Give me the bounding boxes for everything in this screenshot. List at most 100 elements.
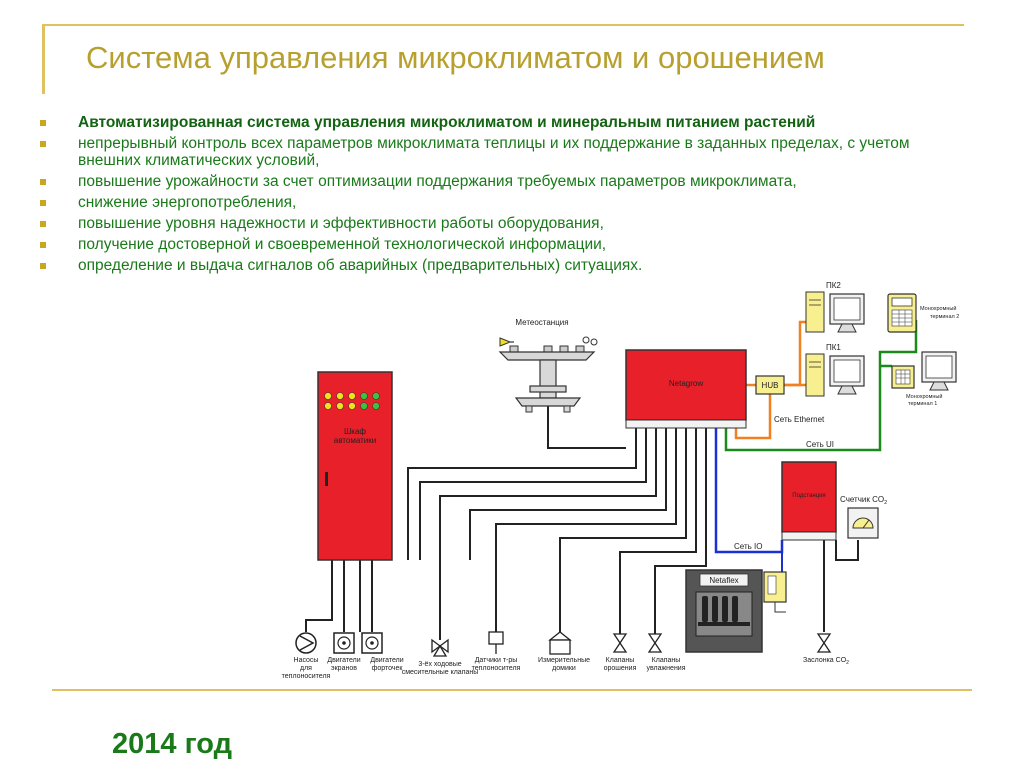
feature-item: повышение урожайности за счет оптимизаци… [40, 173, 970, 190]
bullet-marker-icon [40, 120, 46, 126]
humid-valve-icon [647, 633, 663, 653]
feature-item: снижение энергопотребления, [40, 194, 970, 211]
co2-counter-text: Счетчик CO [840, 495, 884, 504]
co2-counter-label: Счетчик CO2 [840, 495, 887, 506]
feature-text: Автоматизированная система управления ми… [78, 114, 816, 131]
feature-text: определение и выдача сигналов об аварийн… [78, 257, 643, 274]
netagrow-label: Netagrow [669, 379, 703, 388]
io-network-label: Сеть IO [734, 542, 762, 551]
mixing-valve-icon [431, 638, 449, 657]
feature-text: повышение уровня надежности и эффективно… [78, 215, 604, 232]
wire-5 [495, 428, 677, 632]
screen-motor-icon [333, 632, 355, 654]
cabinet-label-2: автоматики [334, 436, 376, 445]
wire-7 [619, 428, 697, 634]
wire-8 [654, 428, 707, 634]
network-hub [755, 375, 785, 395]
cabinet-label-1: Шкаф [344, 427, 366, 436]
bullet-marker-icon [40, 179, 46, 185]
pc2-label: ПК2 [826, 281, 841, 290]
wire-1 [407, 428, 637, 560]
feature-text: непрерывный контроль всех параметров мик… [78, 135, 910, 169]
wire-sub-co2 [835, 540, 859, 561]
pc1-label: ПК1 [826, 343, 841, 352]
top-frame-line [42, 24, 964, 26]
terminal-2-label-1: Монохромный [920, 305, 956, 312]
co2-counter: Счетчик CO2 [840, 495, 887, 539]
bullet-marker-icon [40, 242, 46, 248]
temp-sensor-icon [488, 631, 504, 654]
pc2-workstation: ПК2 [805, 281, 865, 333]
feature-list: Автоматизированная система управления ми… [40, 114, 970, 278]
wire-2 [419, 428, 647, 560]
feature-text: получение достоверной и своевременной те… [78, 236, 607, 253]
bullet-marker-icon [40, 263, 46, 269]
control-wiring [305, 390, 859, 640]
ethernet-line-pc2 [784, 320, 806, 387]
ui-network-line [724, 320, 918, 452]
page-title: Система управления микроклиматом и ороше… [86, 40, 825, 75]
substation [781, 461, 837, 533]
feature-item: Автоматизированная система управления ми… [40, 114, 970, 131]
measure-box-icon [548, 631, 572, 655]
bullet-marker-icon [40, 141, 46, 147]
anemometer-icon [582, 336, 590, 344]
feature-item: повышение уровня надежности и эффективно… [40, 215, 970, 232]
ethernet-label: Сеть Ethernet [774, 415, 825, 424]
pc1-workstation: ПК1 [805, 343, 865, 397]
substation-label: Подстанция [792, 493, 825, 499]
meteo-station: Метеостанция [498, 318, 598, 413]
feature-item: непрерывный контроль всех параметров мик… [40, 135, 970, 169]
pump-icon [295, 632, 317, 654]
co2-counter-sub: 2 [884, 500, 887, 506]
mono-terminal-1: Монохромный терминал 1 [891, 351, 957, 407]
substation-terminals [781, 531, 837, 541]
wire-6 [559, 428, 687, 632]
wire-3 [439, 428, 657, 640]
wire-cab-1 [305, 560, 333, 632]
netagrow-terminals [625, 419, 747, 429]
vent-motor-icon [361, 632, 383, 654]
terminal-2-label-2: терминал 2 [930, 314, 959, 320]
pc2-tower [805, 291, 825, 333]
netagrow-controller [625, 349, 747, 421]
device-label-co2-damper: Заслонка CO2 [803, 657, 849, 666]
left-frame-line [42, 26, 45, 94]
feature-item: получение достоверной и своевременной те… [40, 236, 970, 253]
mono-terminal-2: Монохромный терминал 2 [887, 293, 959, 333]
feature-item: определение и выдача сигналов об аварийн… [40, 257, 970, 274]
terminal-1-label-1: Монохромный [906, 393, 942, 400]
meteo-label: Метеостанция [515, 318, 568, 327]
terminal-1-label-2: терминал 1 [908, 401, 937, 407]
cabinet-indicator-lights [324, 392, 380, 410]
bottom-divider [52, 689, 972, 691]
irrigation-valve-icon [612, 633, 628, 653]
co2-damper-icon [816, 633, 832, 653]
netaflex-label: Netaflex [709, 576, 738, 585]
io-network-line [714, 428, 784, 554]
ui-network-label: Сеть UI [806, 440, 834, 449]
wire-meteo [547, 390, 626, 449]
hub-label: HUB [762, 381, 779, 390]
wind-vane-icon [499, 337, 512, 347]
bullet-marker-icon [40, 221, 46, 227]
year-label: 2014 год [112, 728, 233, 760]
feature-text: снижение энергопотребления, [78, 194, 297, 211]
wire-4 [469, 428, 667, 560]
cabinet-handle [325, 472, 328, 486]
bullet-marker-icon [40, 200, 46, 206]
netaflex-unit: Netaflex [685, 569, 787, 653]
automation-cabinet [317, 371, 393, 561]
feature-text: повышение урожайности за счет оптимизаци… [78, 173, 797, 190]
pc1-tower [805, 353, 825, 397]
